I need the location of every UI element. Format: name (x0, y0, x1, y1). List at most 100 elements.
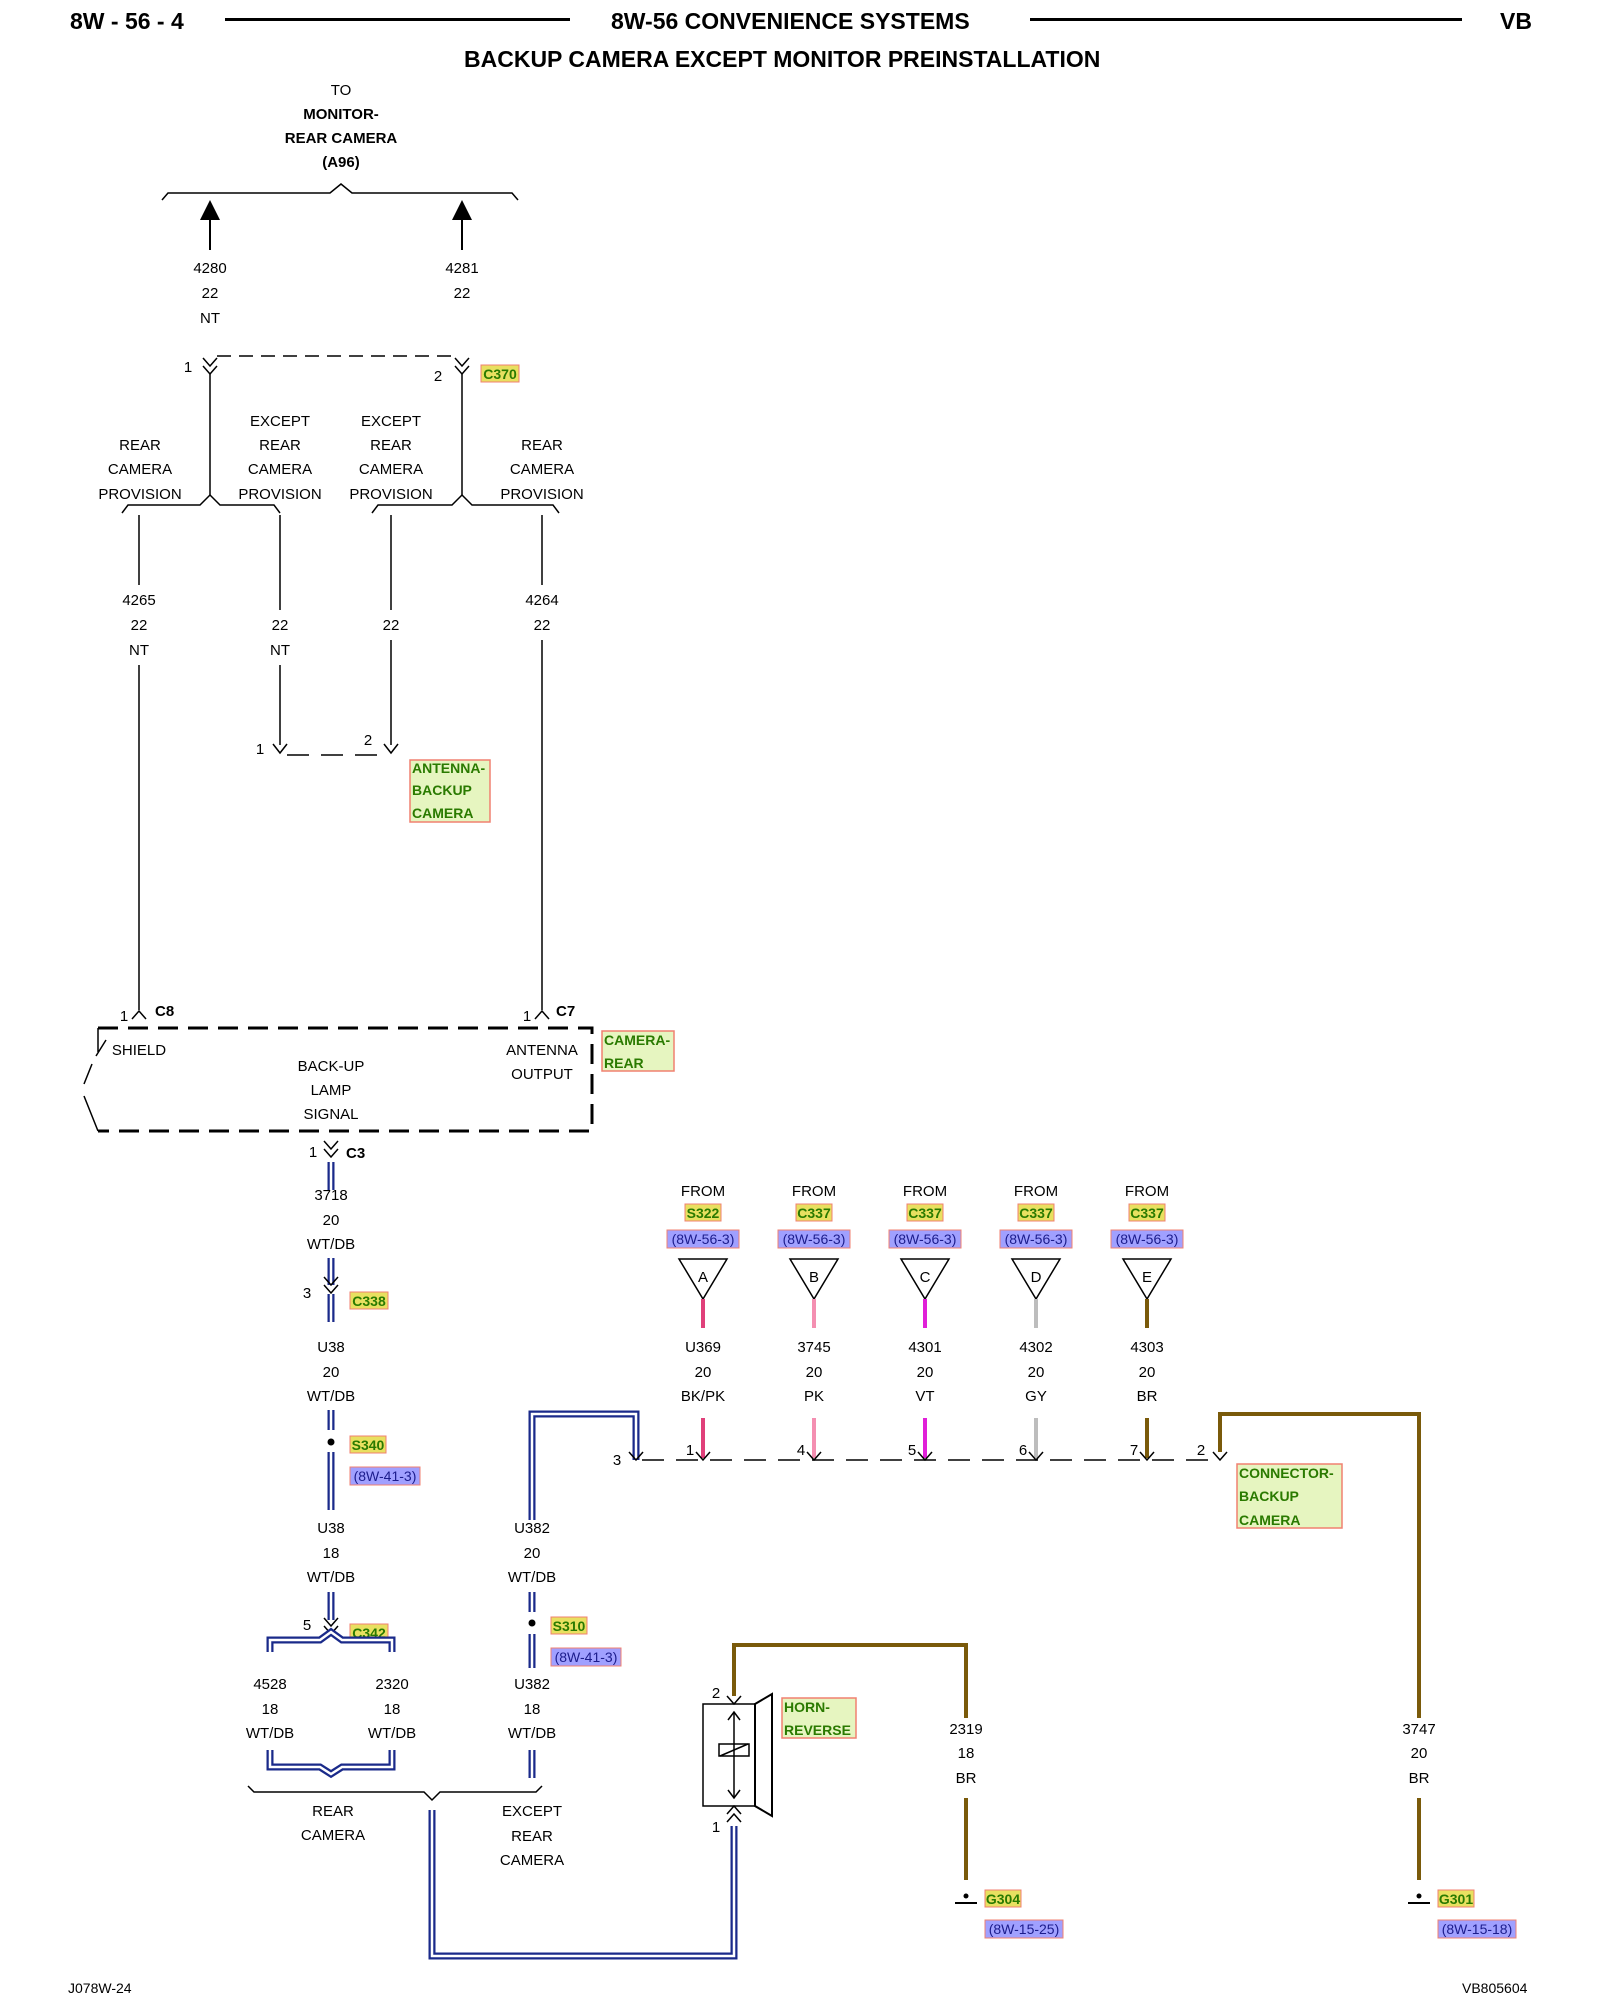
page-subtitle: BACKUP CAMERA EXCEPT MONITOR PREINSTALLA… (464, 46, 1101, 72)
option-except-2-line1: EXCEPT (361, 413, 421, 430)
option-rear-2-line2: CAMERA (510, 461, 574, 478)
harness-to-horn (428, 1810, 738, 1960)
camera-shield-label: SHIELD (112, 1042, 166, 1059)
wire-u382a-gauge: 20 (524, 1545, 541, 1562)
c370-pin-2-symbol (454, 357, 470, 376)
from-group: FROMS322(8W-56-3)AU36920BK/PK1FROMC337(8… (666, 1183, 1184, 1462)
from-wire-color: BR (1137, 1388, 1158, 1405)
wire-u38b-color: WT/DB (307, 1569, 355, 1586)
wire-nt-label-bg (260, 610, 300, 665)
wire-4528-circuit: 4528 (253, 1676, 286, 1693)
bottom-option-brace (247, 1785, 543, 1802)
wire-u382b-gauge: 18 (524, 1701, 541, 1718)
from-wire-circuit: 4301 (908, 1339, 941, 1356)
wire-2319-label-bg (942, 1718, 990, 1798)
wire-2319-circuit: 2319 (949, 1721, 982, 1738)
from-wire-gauge: 20 (917, 1364, 934, 1381)
wire-3747-label-bg (1395, 1718, 1443, 1798)
option-rear-1-line2: CAMERA (108, 461, 172, 478)
from-source-ref[interactable]: C337 (908, 1205, 942, 1221)
g301-page-ref[interactable]: (8W-15-18) (1442, 1921, 1513, 1937)
from-wire-gauge: 20 (1028, 1364, 1045, 1381)
c370-ref[interactable]: C370 (483, 366, 517, 382)
camera-rear-break-left (83, 1028, 107, 1132)
connector-backup-label-line1[interactable]: CONNECTOR- (1239, 1465, 1334, 1481)
antenna-label-line1[interactable]: ANTENNA- (412, 760, 485, 776)
from-wire-color: PK (804, 1388, 824, 1405)
c3-pin: 1 (309, 1144, 317, 1161)
wire-4265-gauge: 22 (131, 617, 148, 634)
inline-connector-letter: D (1031, 1269, 1042, 1286)
s310-ref-highlight (550, 1616, 588, 1635)
wire-3718-circuit: 3718 (314, 1187, 347, 1204)
g304-ref-highlight (984, 1889, 1022, 1908)
from-source-ref[interactable]: S322 (687, 1205, 720, 1221)
option-rear-1-line1: REAR (119, 437, 161, 454)
to-label: TO (331, 82, 352, 99)
horn-reverse-label-line2[interactable]: REVERSE (784, 1722, 851, 1738)
wire-3747-color: BR (1409, 1770, 1430, 1787)
from-source-ref[interactable]: C337 (1019, 1205, 1053, 1221)
destination-line-2: REAR CAMERA (285, 130, 398, 147)
from-page-ref[interactable]: (8W-56-3) (894, 1231, 957, 1247)
antenna-pin-1-symbol (272, 743, 288, 755)
horn-reverse-label-line1[interactable]: HORN- (784, 1699, 830, 1715)
wire-u38b-circuit: U38 (317, 1520, 345, 1537)
from-label: FROM (903, 1183, 947, 1200)
g304-ref[interactable]: G304 (986, 1891, 1020, 1907)
option-rear-1-line3: PROVISION (98, 486, 181, 503)
from-page-ref[interactable]: (8W-56-3) (1116, 1231, 1179, 1247)
s310-ref[interactable]: S310 (553, 1618, 586, 1634)
footer-left-code: J078W-24 (68, 1980, 132, 1996)
wire-4528-color: WT/DB (246, 1725, 294, 1742)
from-page-ref[interactable]: (8W-56-3) (1005, 1231, 1068, 1247)
from-source-ref[interactable]: C337 (797, 1205, 831, 1221)
g304-page-ref[interactable]: (8W-15-25) (989, 1921, 1060, 1937)
camera-backup-line3: SIGNAL (303, 1106, 358, 1123)
destination-brace (161, 183, 519, 201)
from-page-ref-highlight (666, 1229, 740, 1249)
c7-pin-symbol (534, 1009, 550, 1020)
wire-u382b-circuit: U382 (514, 1676, 550, 1693)
wire-u382a-color: WT/DB (508, 1569, 556, 1586)
g301-ref[interactable]: G301 (1439, 1891, 1473, 1907)
antenna-label-line3[interactable]: CAMERA (412, 805, 473, 821)
horn-pin-2-symbol (726, 1695, 742, 1706)
wire-u382b-color: WT/DB (508, 1725, 556, 1742)
c370-pin-2: 2 (434, 368, 442, 385)
from-source-highlight (684, 1203, 722, 1222)
s310-splice-dot (528, 1619, 536, 1627)
from-source-ref[interactable]: C337 (1130, 1205, 1164, 1221)
wire-4264-gauge: 22 (534, 617, 551, 634)
inline-connector-letter: E (1142, 1269, 1152, 1286)
s340-splice-dot (327, 1438, 335, 1446)
from-page-ref[interactable]: (8W-56-3) (672, 1231, 735, 1247)
s340-ref[interactable]: S340 (352, 1437, 385, 1453)
horn-reverse-arrow-down (727, 1789, 741, 1800)
wire-4280-color: NT (200, 310, 220, 327)
g301-ref-highlight (1437, 1889, 1475, 1908)
footer-right-code: VB805604 (1462, 1980, 1528, 1996)
inline-connector-triangle (788, 1258, 840, 1301)
s310-page-ref[interactable]: (8W-41-3) (555, 1649, 618, 1665)
connector-backup-label-line2[interactable]: BACKUP (1239, 1488, 1299, 1504)
wire-3747-run (1218, 1412, 1421, 1880)
camera-rear-label-line1[interactable]: CAMERA- (604, 1032, 670, 1048)
bottom-opt-except-line2: REAR (511, 1828, 553, 1845)
antenna-label-line2[interactable]: BACKUP (412, 782, 472, 798)
connector-backup-label-line3[interactable]: CAMERA (1239, 1512, 1300, 1528)
wire-22-label-bg (371, 610, 411, 640)
option-except-2-line3: CAMERA (359, 461, 423, 478)
c370-pin-1: 1 (184, 359, 192, 376)
horn-pin-1-symbol (726, 1804, 742, 1823)
from-page-ref[interactable]: (8W-56-3) (783, 1231, 846, 1247)
wire-u38a-color: WT/DB (307, 1388, 355, 1405)
wire-2319-color: BR (956, 1770, 977, 1787)
s340-page-ref[interactable]: (8W-41-3) (354, 1468, 417, 1484)
camera-rear-label-line2[interactable]: REAR (604, 1055, 644, 1071)
from-label: FROM (1014, 1183, 1058, 1200)
c342-pin: 5 (303, 1617, 311, 1634)
wire-4265-color: NT (129, 642, 149, 659)
c338-ref[interactable]: C338 (352, 1293, 386, 1309)
